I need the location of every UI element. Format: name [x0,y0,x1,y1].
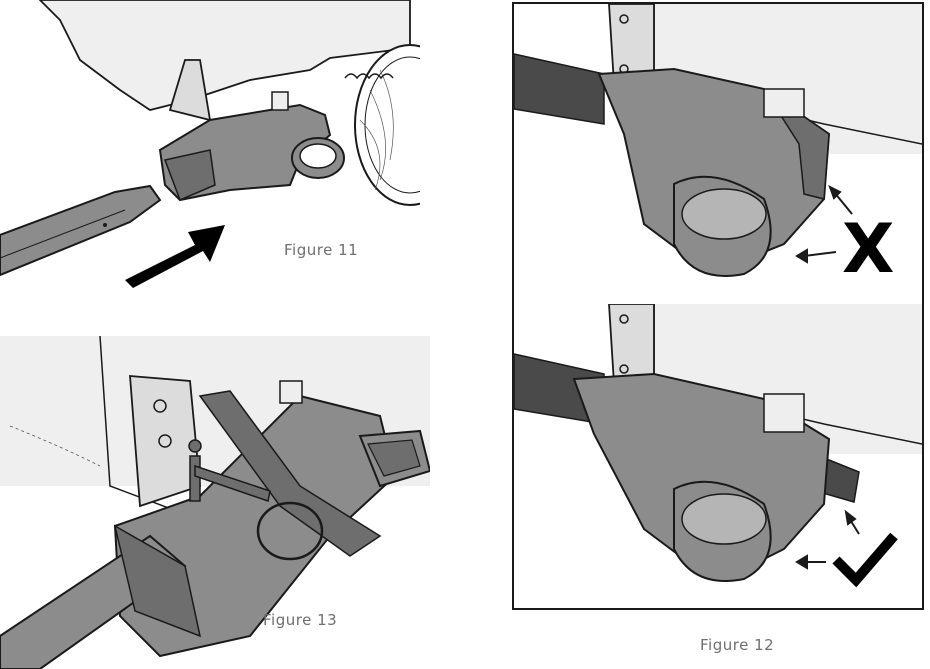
pointer-arrows [795,184,853,264]
pointer-arrows [795,509,860,570]
tube-opening [358,429,430,488]
tube-opening [291,137,345,179]
figure-13-panel [0,336,430,669]
figure-11-caption: Figure 11 [284,241,359,259]
figure-12-frame: X [512,2,924,610]
figure-12-caption: Figure 12 [700,636,775,654]
spring [344,73,394,80]
figure-12-correct-illustration [514,304,922,588]
bracket [608,304,655,385]
hitch-bar [0,184,162,277]
bracket [168,59,212,122]
figure-12-incorrect-illustration [514,4,922,277]
figure-11-illustration [0,0,420,288]
tube-opening [673,480,772,582]
figure-11-panel [0,0,420,290]
figure-13-caption: Figure 13 [263,611,338,629]
hitch-bar [514,53,605,125]
receiver-housing [597,67,831,266]
correct-check-icon [832,532,898,588]
tube-opening [673,175,772,277]
receiver-housing [158,91,332,202]
wheel [354,44,420,206]
figure-13-illustration [0,336,430,669]
trailer-body [38,0,411,111]
safety-strap [198,390,382,561]
locking-pin [188,439,271,502]
incorrect-x-mark: X [842,210,895,289]
hitch-bar [0,524,202,669]
direction-arrow [125,225,225,288]
